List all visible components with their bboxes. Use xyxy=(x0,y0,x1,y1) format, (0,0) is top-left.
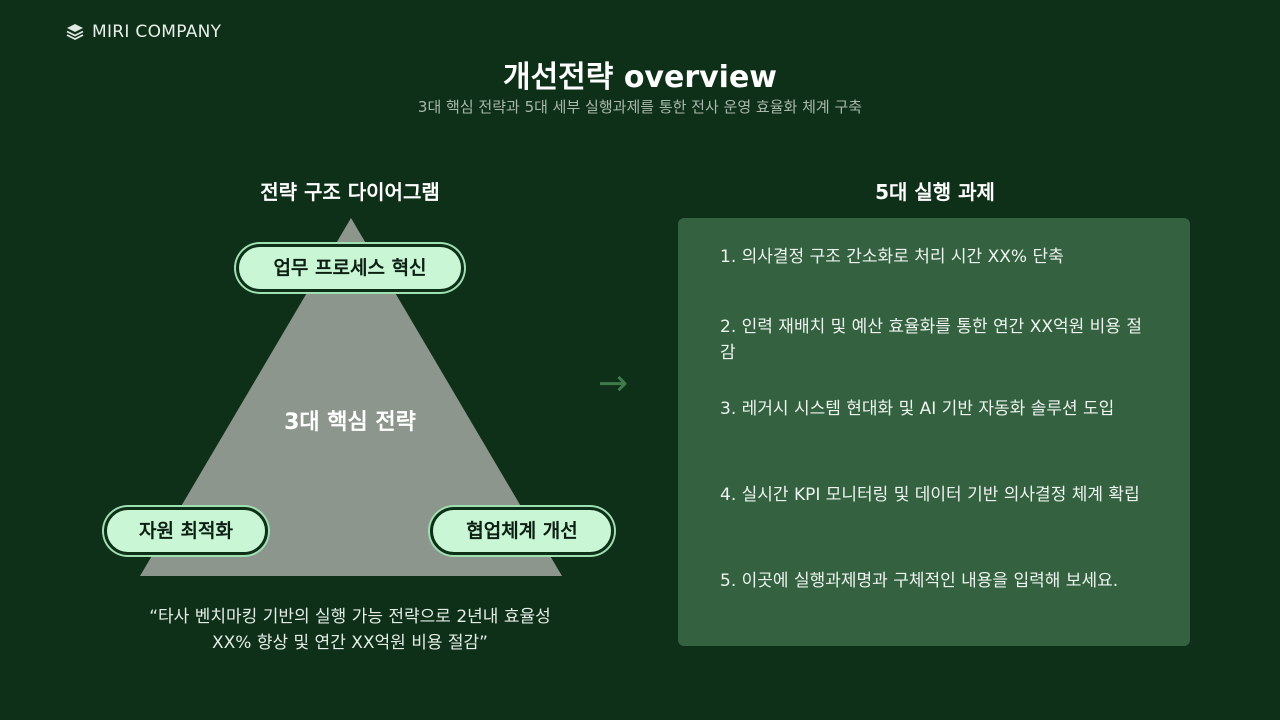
strategy-pill-resource: 자원 최적화 xyxy=(104,507,268,555)
tasks-heading: 5대 실행 과제 xyxy=(875,180,995,204)
brand: MIRI COMPANY xyxy=(66,22,221,42)
strategy-pill-process: 업무 프로세스 혁신 xyxy=(236,244,464,292)
triangle-center-label: 3대 핵심 전략 xyxy=(284,410,416,435)
task-item-3: 3. 레거시 시스템 현대화 및 AI 기반 자동화 솔루션 도입 xyxy=(720,399,1115,419)
page-title: 개선전략 overview xyxy=(502,60,778,95)
task-item-4: 4. 실시간 KPI 모니터링 및 데이터 기반 의사결정 체계 확립 xyxy=(720,485,1140,505)
quote-line-1: “타사 벤치마킹 기반의 실행 가능 전략으로 2년내 효율성 xyxy=(149,607,551,627)
brand-name: MIRI COMPANY xyxy=(92,22,222,42)
task-item-1: 1. 의사결정 구조 간소화로 처리 시간 XX% 단축 xyxy=(720,247,1064,267)
page-subtitle: 3대 핵심 전략과 5대 세부 실행과제를 통한 전사 운영 효율화 체계 구축 xyxy=(417,98,863,116)
diagram-heading: 전략 구조 다이어그램 xyxy=(260,180,440,204)
task-item-5: 5. 이곳에 실행과제명과 구체적인 내용을 입력해 보세요. xyxy=(720,571,1119,591)
diagram-quote: “타사 벤치마킹 기반의 실행 가능 전략으로 2년내 효율성 XX% 향상 및… xyxy=(100,604,600,656)
arrow-right-icon: → xyxy=(598,363,629,404)
strategy-pill-collaboration: 협업체계 개선 xyxy=(430,507,614,555)
task-item-2: 2. 인력 재배치 및 예산 효율화를 통한 연간 XX억원 비용 절감 xyxy=(720,317,1142,363)
stacked-layers-icon xyxy=(66,23,84,41)
tasks-panel: 1. 의사결정 구조 간소화로 처리 시간 XX% 단축 2. 인력 재배치 및… xyxy=(678,218,1190,646)
strategy-triangle xyxy=(140,218,562,576)
quote-line-2: XX% 향상 및 연간 XX억원 비용 절감” xyxy=(211,633,488,653)
